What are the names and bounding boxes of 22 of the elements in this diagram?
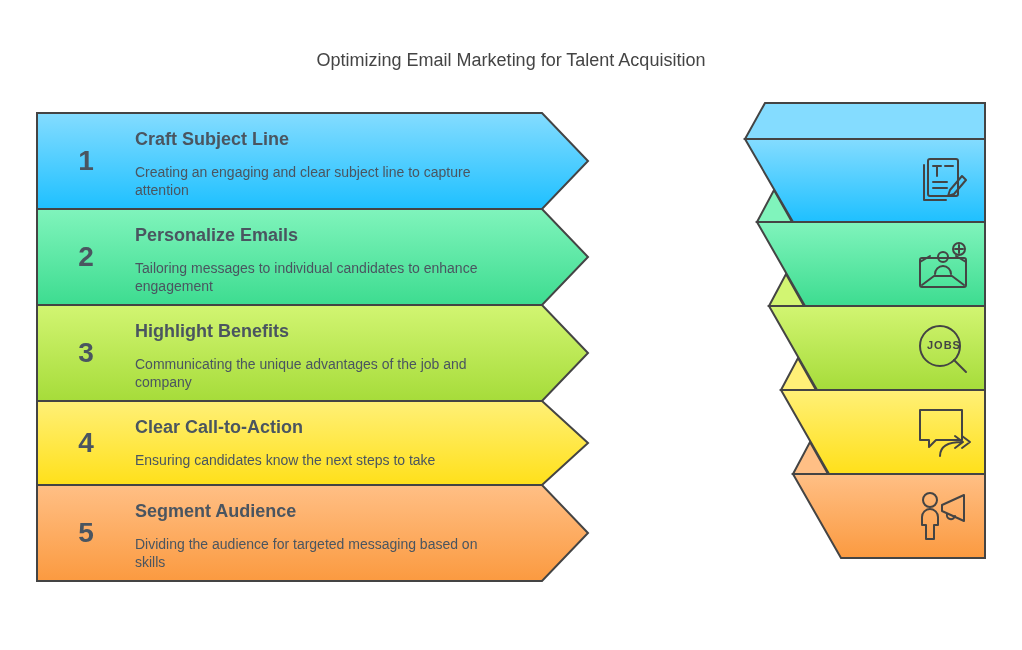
diagram-title: Optimizing Email Marketing for Talent Acquisition <box>315 50 707 71</box>
step-number: 4 <box>77 427 95 459</box>
step-heading: Personalize Emails <box>135 225 299 246</box>
step-arrow-band <box>36 208 590 306</box>
step-arrow-band <box>36 304 590 402</box>
step-heading: Highlight Benefits <box>135 321 289 342</box>
step-heading: Segment Audience <box>135 501 297 522</box>
step-description: Communicating the unique advantages of the job and company <box>135 355 468 391</box>
step-arrow-band <box>36 112 590 210</box>
step-number: 5 <box>77 517 95 549</box>
step-description: Ensuring candidates know the next steps to take <box>135 451 437 469</box>
icon-text: JOBS <box>927 339 961 351</box>
step-description: Tailoring messages to individual candidates to enhance engagement <box>135 259 479 295</box>
step-arrow-band <box>36 484 590 582</box>
step-heading: Craft Subject Line <box>135 129 290 150</box>
step-description: Creating an engaging and clear subject line to capture attention <box>135 163 472 199</box>
step-description: Dividing the audience for targeted messaging based on skills <box>135 535 479 571</box>
step-arrow-band <box>36 400 590 486</box>
step-number: 1 <box>77 145 95 177</box>
step-heading: Clear Call-to-Action <box>135 417 303 438</box>
step-number: 2 <box>77 241 95 273</box>
step-number: 3 <box>77 337 95 369</box>
